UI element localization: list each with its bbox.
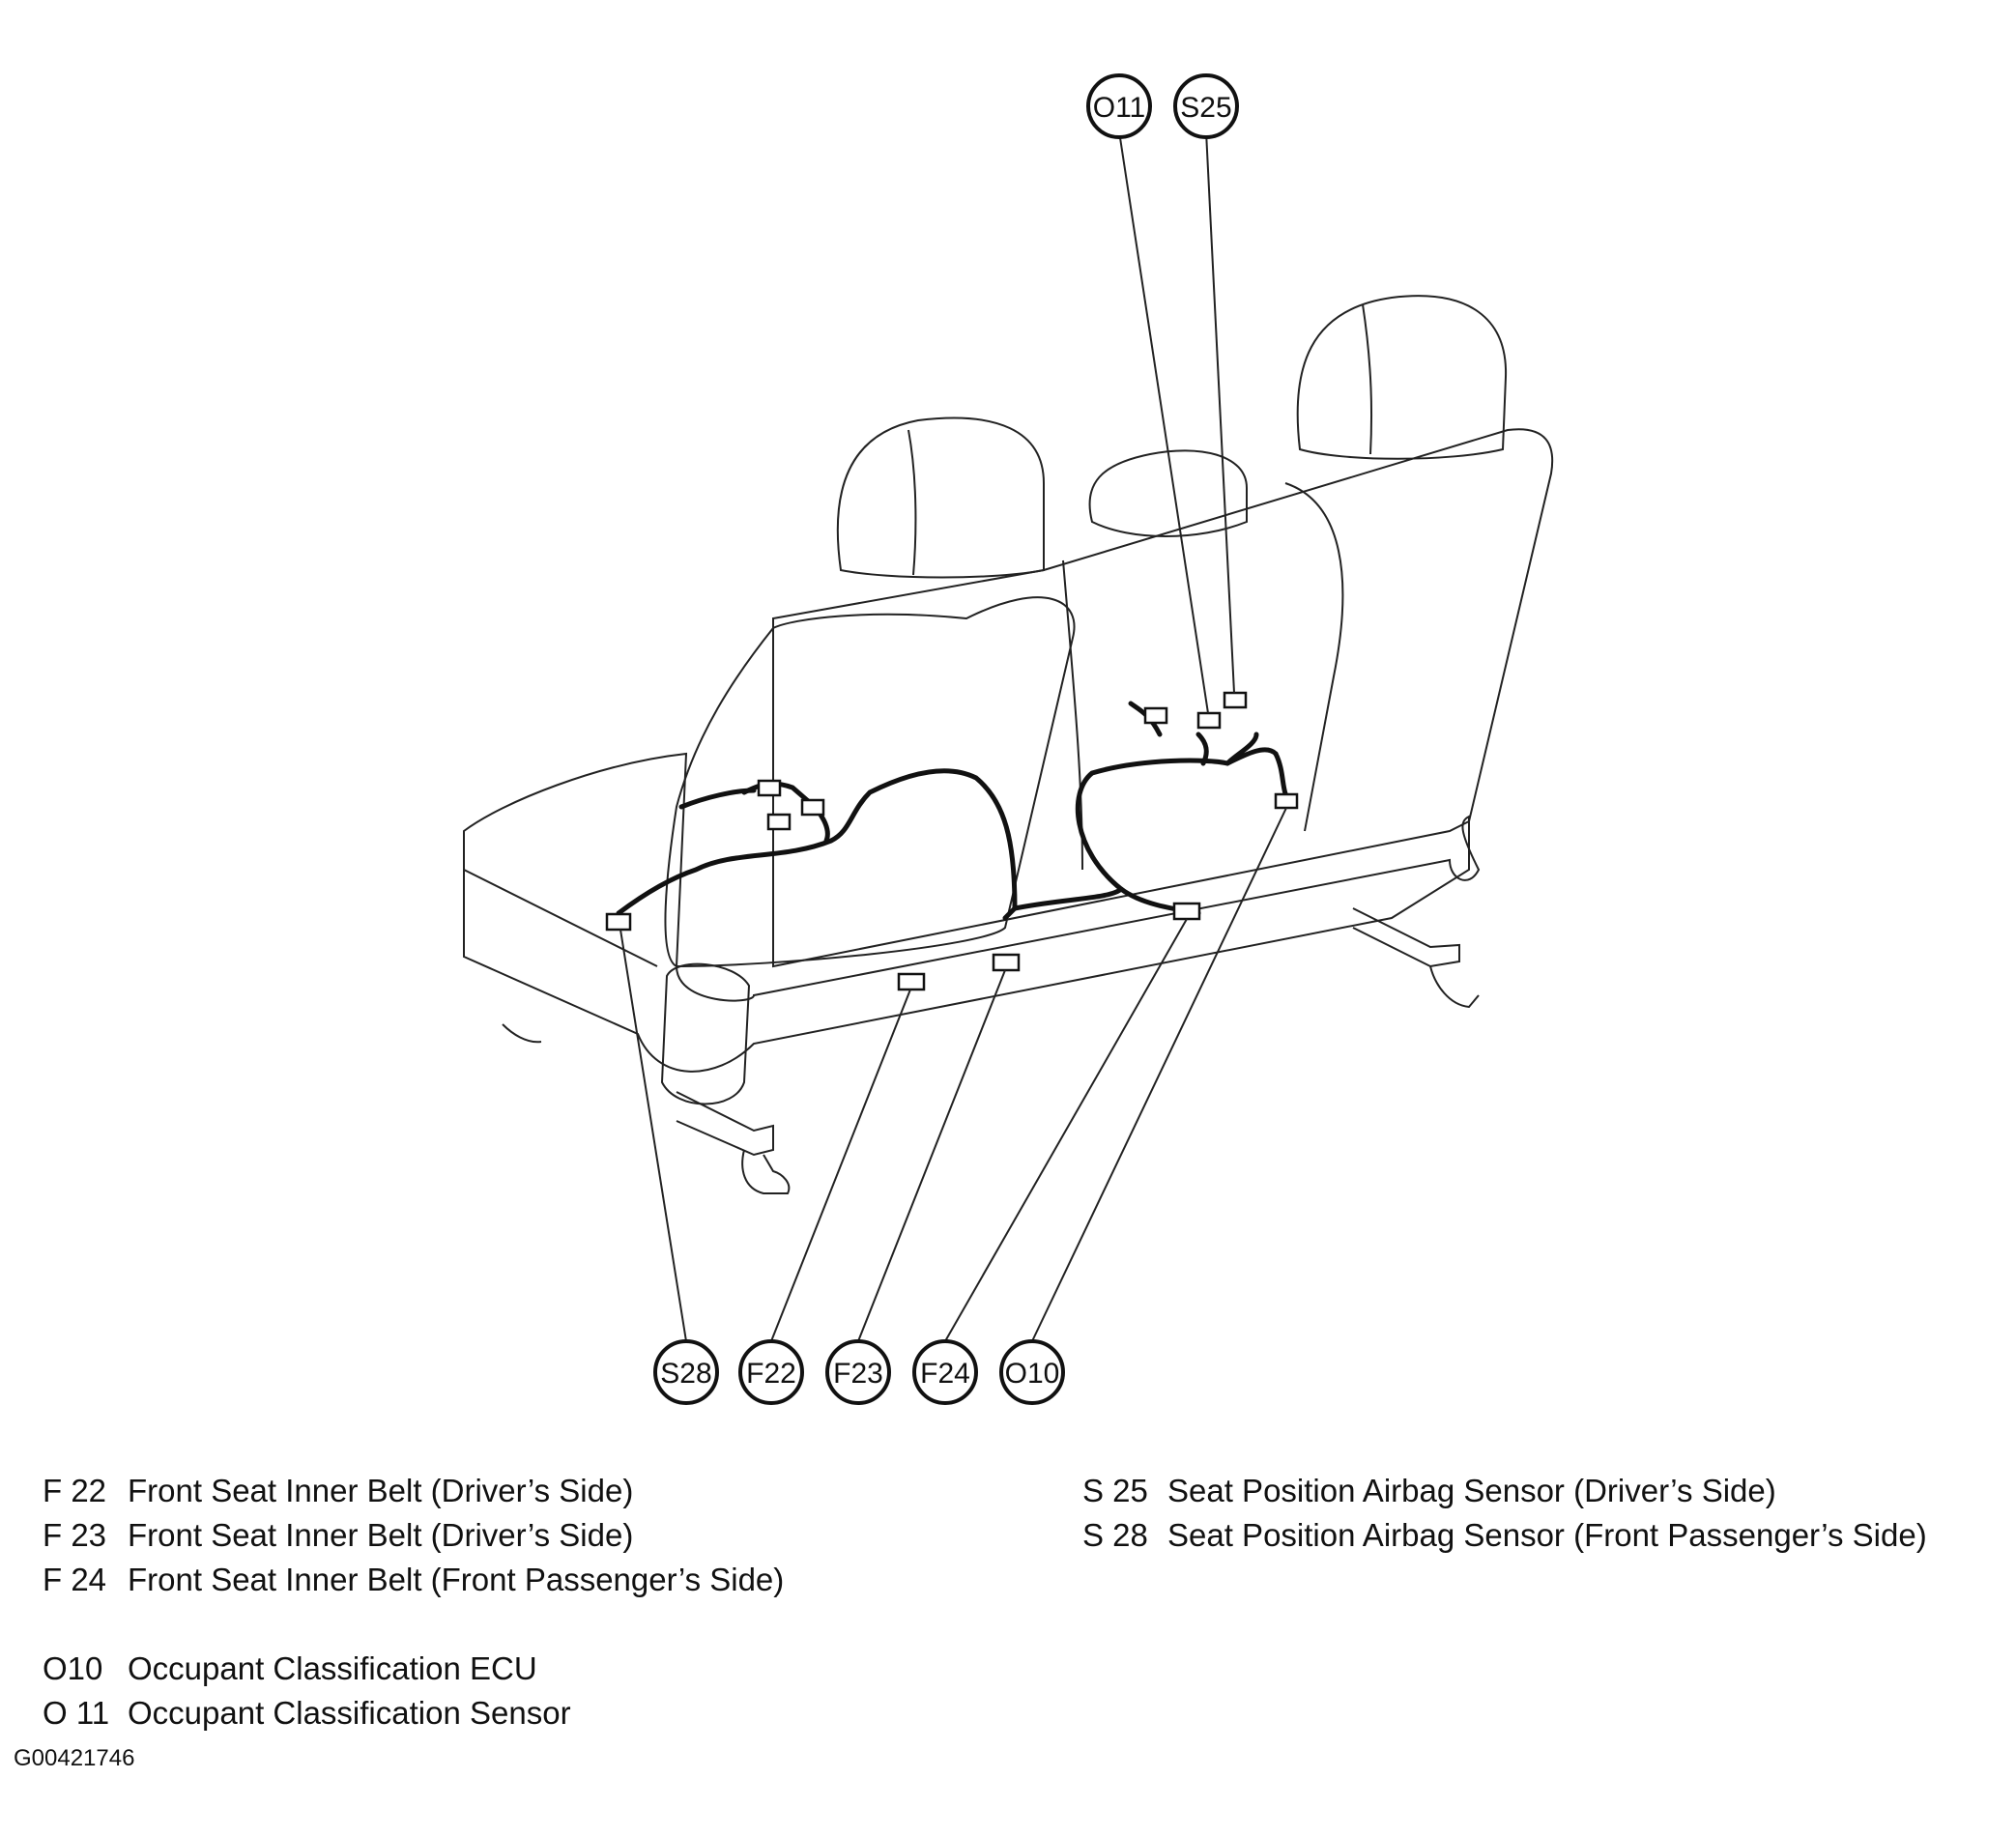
legend-code: S 25 bbox=[1082, 1473, 1148, 1508]
legend-text: Seat Position Airbag Sensor (Driver’s Si… bbox=[1167, 1473, 1776, 1508]
callout-s25-label: S25 bbox=[1180, 92, 1231, 124]
callout-s28-label: S28 bbox=[660, 1358, 711, 1390]
legend-text: Front Seat Inner Belt (Driver’s Side) bbox=[128, 1473, 634, 1508]
callout-o10[interactable]: O10 bbox=[999, 1339, 1065, 1405]
seat-rail-right bbox=[1352, 907, 1460, 968]
legend-right: S 25 Seat Position Airbag Sensor (Driver’… bbox=[1082, 1469, 1927, 1558]
wire-harness-center bbox=[1012, 747, 1279, 911]
wire-harness-left bbox=[616, 768, 1018, 921]
leader-f24 bbox=[944, 918, 1188, 1342]
legend-text: Front Seat Inner Belt (Front Passenger’s… bbox=[128, 1562, 785, 1597]
callout-f22[interactable]: F22 bbox=[738, 1339, 804, 1405]
connector-f22 bbox=[897, 972, 926, 991]
leader-f22 bbox=[770, 989, 911, 1342]
callout-s28[interactable]: S28 bbox=[653, 1339, 719, 1405]
legend-spacer bbox=[43, 1602, 784, 1647]
seat-rail-left bbox=[676, 1091, 774, 1157]
connector-unlabeled-4 bbox=[766, 813, 792, 831]
callout-f23[interactable]: F23 bbox=[825, 1339, 891, 1405]
legend-code: O 11 bbox=[43, 1695, 110, 1731]
left-seatback bbox=[664, 596, 1076, 968]
legend-code: O10 bbox=[43, 1650, 103, 1686]
legend-code: F 22 bbox=[43, 1473, 107, 1508]
legend-item-o11: O 11 Occupant Classification Sensor bbox=[43, 1691, 784, 1736]
legend-item-s28: S 28 Seat Position Airbag Sensor (Front P… bbox=[1082, 1513, 1927, 1558]
legend-code: F 23 bbox=[43, 1517, 107, 1553]
seat-bolster bbox=[660, 962, 751, 1105]
right-headrest bbox=[1296, 295, 1508, 460]
legend-code: S 28 bbox=[1082, 1517, 1148, 1553]
callout-o11-label: O11 bbox=[1093, 92, 1145, 124]
legend-code: F 24 bbox=[43, 1562, 107, 1597]
rear-seatback bbox=[772, 428, 1554, 968]
callout-o10-label: O10 bbox=[1005, 1358, 1060, 1390]
figure-id: G00421746 bbox=[14, 1745, 135, 1771]
callout-o11[interactable]: O11 bbox=[1086, 73, 1152, 139]
callout-f24-label: F24 bbox=[920, 1358, 970, 1390]
legend-left: F 22 Front Seat Inner Belt (Driver’s Side… bbox=[43, 1469, 784, 1736]
leader-s28 bbox=[619, 929, 687, 1342]
connector-f24 bbox=[1172, 902, 1201, 921]
callout-f24[interactable]: F24 bbox=[912, 1339, 978, 1405]
legend-item-f23: F 23 Front Seat Inner Belt (Driver’s Side… bbox=[43, 1513, 784, 1558]
left-headrest bbox=[836, 416, 1045, 579]
leader-o11 bbox=[1118, 130, 1209, 714]
legend-text: Seat Position Airbag Sensor (Front Passe… bbox=[1167, 1517, 1927, 1553]
legend-item-f22: F 22 Front Seat Inner Belt (Driver’s Side… bbox=[43, 1469, 784, 1513]
callout-f22-label: F22 bbox=[746, 1358, 796, 1390]
legend-text: Occupant Classification ECU bbox=[128, 1650, 537, 1686]
legend-text: Front Seat Inner Belt (Driver’s Side) bbox=[128, 1517, 634, 1553]
legend-text: Occupant Classification Sensor bbox=[128, 1695, 571, 1731]
seat-cushion bbox=[463, 752, 1481, 1073]
leader-o10 bbox=[1031, 807, 1287, 1342]
center-headrest bbox=[1088, 449, 1248, 537]
connector-o10 bbox=[1274, 792, 1299, 810]
connector-o11 bbox=[1196, 711, 1222, 730]
connector-unlabeled-2 bbox=[757, 779, 782, 797]
legend-item-f24: F 24 Front Seat Inner Belt (Front Passeng… bbox=[43, 1558, 784, 1602]
legend-item-o10: O10 Occupant Classification ECU bbox=[43, 1647, 784, 1691]
connector-unlabeled-1 bbox=[1143, 706, 1168, 725]
leader-s25 bbox=[1205, 130, 1235, 694]
connector-s28 bbox=[605, 912, 632, 932]
legend-item-s25: S 25 Seat Position Airbag Sensor (Driver’… bbox=[1082, 1469, 1927, 1513]
callout-f23-label: F23 bbox=[833, 1358, 883, 1390]
callout-s25[interactable]: S25 bbox=[1173, 73, 1239, 139]
connector-f23 bbox=[992, 953, 1021, 972]
connector-unlabeled-3 bbox=[800, 798, 825, 817]
leader-f23 bbox=[857, 969, 1006, 1342]
connector-s25 bbox=[1223, 691, 1248, 709]
